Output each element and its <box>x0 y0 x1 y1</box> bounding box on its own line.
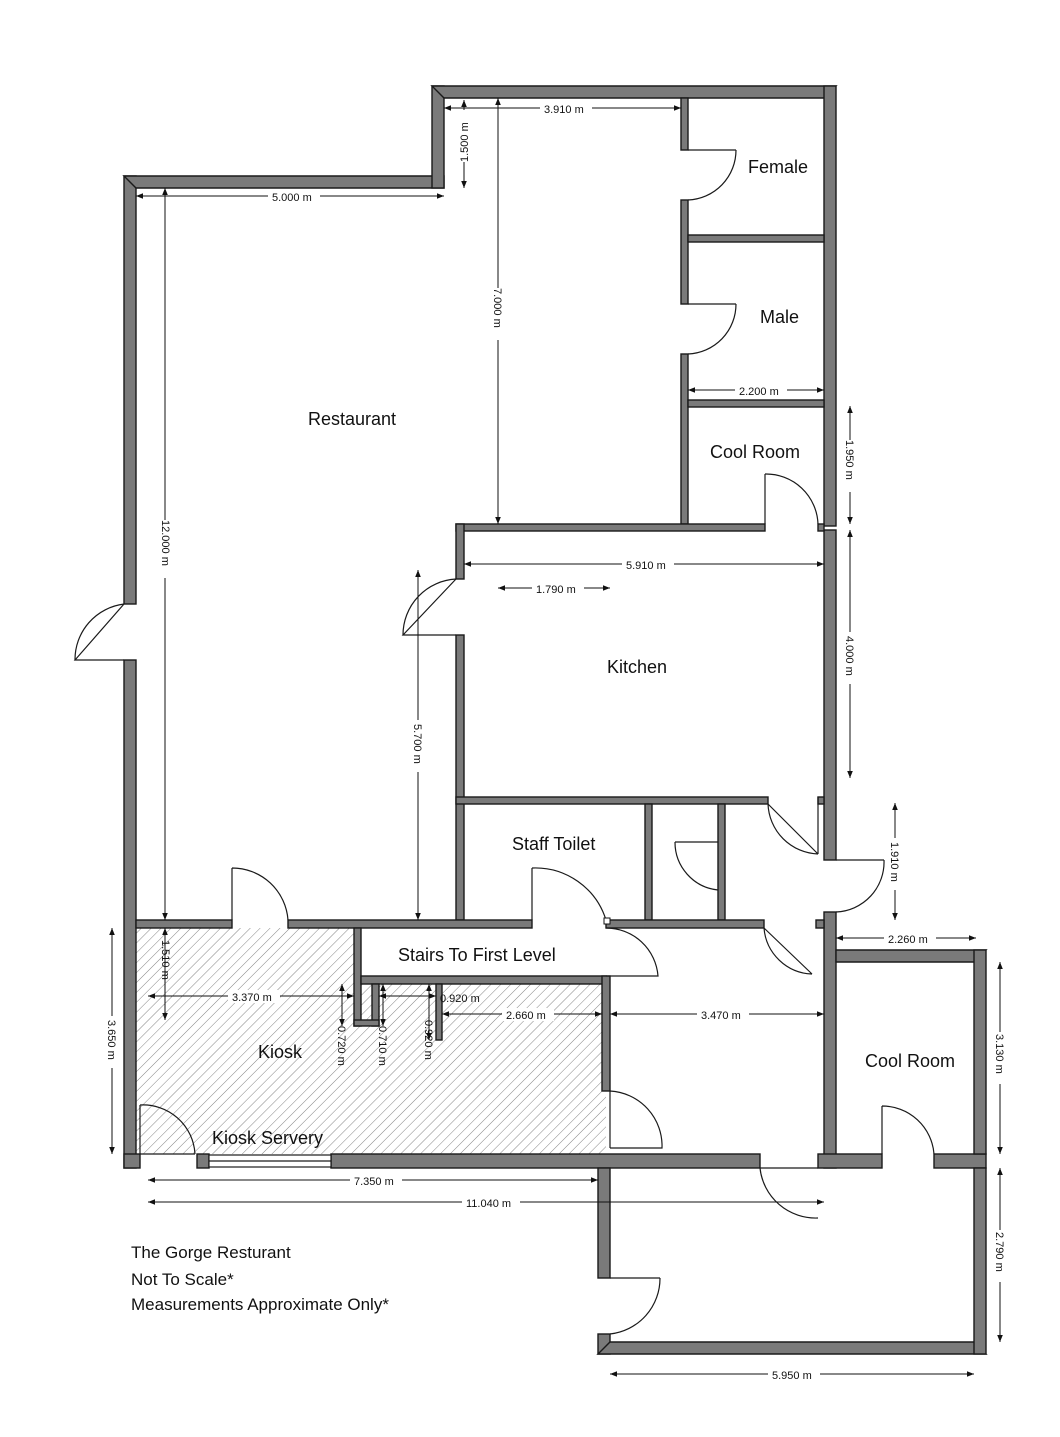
dim-7000: 7.000 m <box>491 288 503 328</box>
dim-4000: 4.000 m <box>843 636 855 676</box>
dim-5000: 5.000 m <box>272 192 312 204</box>
dim-2260: 2.260 m <box>888 934 928 946</box>
room-restaurant: Restaurant <box>308 409 396 429</box>
doors <box>73 149 935 1335</box>
dim-5700: 5.700 m <box>411 724 423 764</box>
dim-3370: 3.370 m <box>232 992 272 1004</box>
dim-5910: 5.910 m <box>626 560 666 572</box>
dim-11040: 11.040 m <box>466 1198 511 1210</box>
room-cool-room-bottom: Cool Room <box>865 1051 955 1071</box>
dim-2660: 2.660 m <box>506 1010 546 1022</box>
dim-3910: 3.910 m <box>544 104 584 116</box>
dimension-labels: 3.910 m 1.500 m 5.000 m 7.000 m 2.200 m … <box>105 102 1007 1382</box>
room-staff-toilet: Staff Toilet <box>512 834 595 854</box>
dim-3650: 3.650 m <box>105 1020 117 1060</box>
dim-0710: 0.710 m <box>376 1026 388 1066</box>
room-stairs: Stairs To First Level <box>398 945 556 965</box>
dim-3130: 3.130 m <box>993 1034 1005 1074</box>
room-kitchen: Kitchen <box>607 657 667 677</box>
dim-2200: 2.200 m <box>739 386 779 398</box>
dim-5950: 5.950 m <box>772 1370 812 1382</box>
dimension-lines <box>109 98 1003 1377</box>
plan-legend: The Gorge Resturant Not To Scale* Measur… <box>131 1243 389 1314</box>
dim-2790: 2.790 m <box>993 1232 1005 1272</box>
legend-not-to-scale: Not To Scale* <box>131 1270 234 1289</box>
dim-1790: 1.790 m <box>536 584 576 596</box>
dim-0720: 0.720 m <box>335 1026 347 1066</box>
dim-1500: 1.500 m <box>459 122 471 162</box>
legend-title: The Gorge Resturant <box>131 1243 291 1262</box>
dim-7350: 7.350 m <box>354 1176 394 1188</box>
dim-12000: 12.000 m <box>159 520 171 566</box>
room-kiosk-servery: Kiosk Servery <box>212 1128 323 1148</box>
room-labels: Restaurant Female Male Cool Room Kitchen… <box>212 157 955 1148</box>
dim-0920-vertical: 0.920 m <box>422 1020 434 1060</box>
dim-1510: 1.510 m <box>159 940 171 980</box>
room-kiosk: Kiosk <box>258 1042 303 1062</box>
room-cool-room-top: Cool Room <box>710 442 800 462</box>
dim-1910: 1.910 m <box>888 842 900 882</box>
room-female: Female <box>748 157 808 177</box>
dim-0920-horizontal: 0.920 m <box>440 993 480 1005</box>
walls <box>122 85 988 1355</box>
dim-3470: 3.470 m <box>701 1010 741 1022</box>
dim-1950: 1.950 m <box>843 440 855 480</box>
legend-approximate: Measurements Approximate Only* <box>131 1295 389 1314</box>
room-male: Male <box>760 307 799 327</box>
